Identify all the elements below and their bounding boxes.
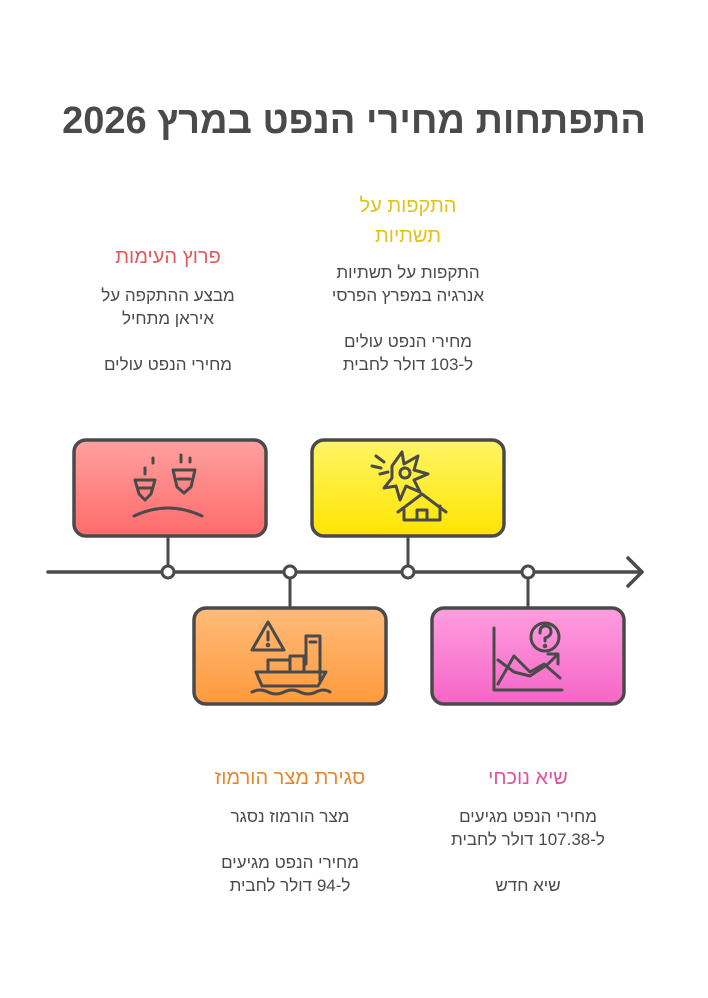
event-description-escalation: מבצע ההתקפה על איראן מתחיל מחירי הנפט עו… [68,284,268,376]
timeline-node-escalation [160,564,176,580]
description-line: מצר הורמוז נסגר [230,807,350,826]
event-description-peak: מחירי הנפט מגיעים ל-107.38 דולר לחבית שי… [418,805,638,897]
timeline-arrowhead [626,556,644,588]
description-line: התקפות על תשתיות [336,263,480,282]
event-box-escalation [72,438,268,538]
description-line: אנרגיה במפרץ הפרסי [331,286,485,305]
description-line: איראן מתחיל [121,309,215,328]
timeline-node-infrastructure [400,564,416,580]
conflict-faces-icon [132,453,204,518]
description-line: מחירי הנפט עולים [343,332,472,351]
description-line: מבצע ההתקפה על [101,286,235,305]
event-box-peak [430,606,626,706]
event-heading-hormuz: סגירת מצר הורמוז [214,767,366,789]
heading-line: התקפות על [359,195,457,217]
description-line: שיא חדש [495,876,561,895]
page-title: התפתחות מחירי הנפט במרץ 2026 [62,100,646,142]
ship-warning-icon [250,620,332,696]
description-line: מחירי הנפט מגיעים [221,853,359,872]
event-heading-infrastructure: התקפות על תשתיות [325,191,491,251]
timeline-node-peak [520,564,536,580]
description-line: ל-107.38 דולר לחבית [451,830,605,849]
timeline-node-hormuz [282,564,298,580]
rising-chart-question-icon [492,621,564,692]
heading-line: תשתיות [374,225,442,247]
event-description-hormuz: מצר הורמוז נסגר מחירי הנפט מגיעים ל-94 ד… [180,805,400,897]
description-line: מחירי הנפט עולים [103,355,232,374]
event-heading-escalation: פרוץ העימות [115,246,221,268]
event-heading-peak: שיא נוכחי [488,767,568,789]
description-line: ל-103 דולר לחבית [342,355,474,374]
description-line: מחירי הנפט מגיעים [459,807,597,826]
event-description-infrastructure: התקפות על תשתיות אנרגיה במפרץ הפרסי מחיר… [298,261,518,376]
explosion-house-icon [370,450,448,522]
description-line: ל-94 דולר לחבית [229,876,351,895]
